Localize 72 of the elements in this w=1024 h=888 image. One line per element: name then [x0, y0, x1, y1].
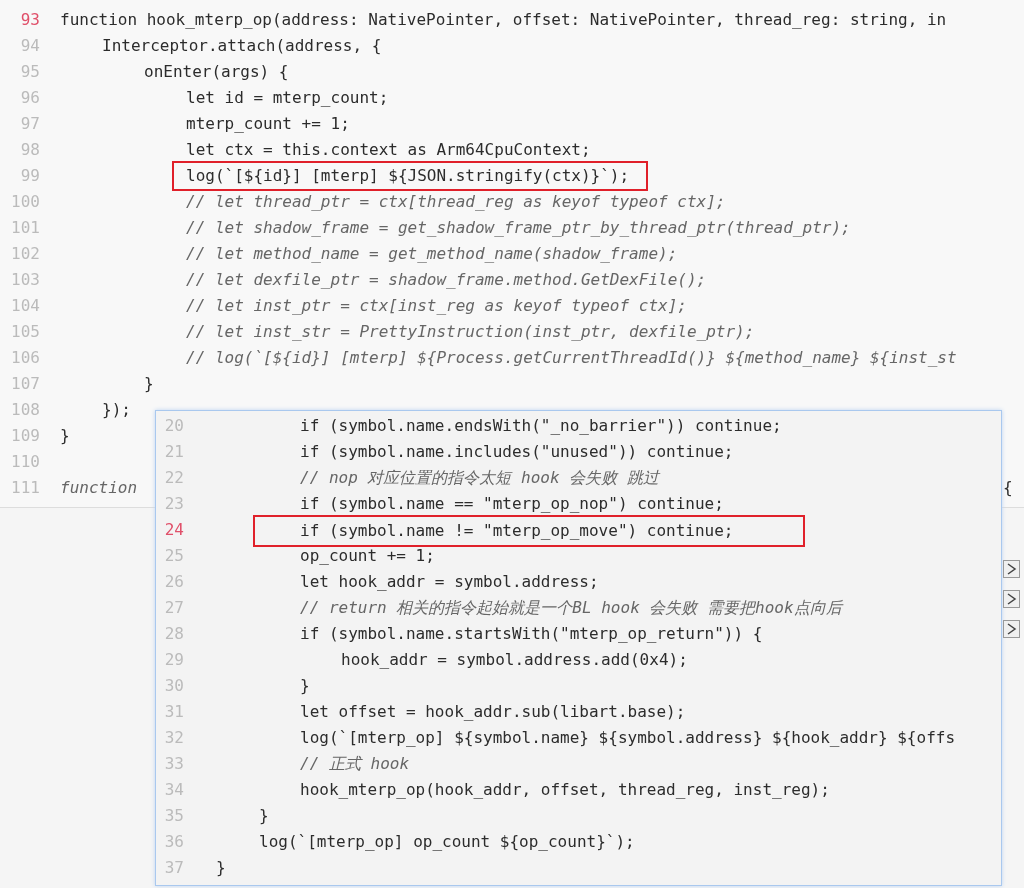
line-number: 103: [10, 269, 40, 291]
code-comment: // let shadow_frame = get_shadow_frame_ptr_by_thread_ptr(thread_ptr);: [186, 217, 851, 239]
line-number: 29: [163, 649, 184, 671]
code-line: hook_mterp_op(hook_addr, offset, thread_reg, inst_reg);: [300, 779, 830, 801]
line-number: 31: [163, 701, 184, 723]
code-line: if (symbol.name.endsWith("_no_barrier")) continue;: [300, 415, 782, 437]
line-number: 25: [163, 545, 184, 567]
line-number: 21: [163, 441, 184, 463]
code-line: hook_addr = symbol.address.add(0x4);: [341, 649, 688, 671]
line-number: 28: [163, 623, 184, 645]
line-number: 109: [10, 425, 40, 447]
code-line: });: [102, 399, 131, 421]
line-number: 98: [19, 139, 40, 161]
code-line: onEnter(args) {: [144, 61, 289, 83]
code-comment: // let thread_ptr = ctx[thread_reg as keyof typeof ctx];: [186, 191, 726, 213]
line-number: 30: [163, 675, 184, 697]
code-line: {: [1003, 477, 1013, 499]
code-line: }: [144, 373, 154, 395]
code-line: }: [216, 857, 226, 879]
line-number: 99: [19, 165, 40, 187]
code-line: if (symbol.name.includes("unused")) continue;: [300, 441, 734, 463]
line-number: 26: [163, 571, 184, 593]
line-number: 36: [163, 831, 184, 853]
line-number: 107: [10, 373, 40, 395]
code-comment: // let method_name = get_method_name(shadow_frame);: [186, 243, 678, 265]
line-number: 101: [10, 217, 40, 239]
code-line: if (symbol.name == "mterp_op_nop") continue;: [300, 493, 724, 515]
code-comment: // nop 对应位置的指令太短 hook 会失败 跳过: [300, 467, 659, 489]
line-number: 95: [19, 61, 40, 83]
code-comment: // log(`[${id}] [mterp] ${Process.getCurrentThreadId()} ${method_name} ${inst_st: [186, 347, 957, 369]
code-line: log(`[mterp_op] op_count ${op_count}`);: [259, 831, 635, 853]
line-number: 34: [163, 779, 184, 801]
code-line: }: [300, 675, 310, 697]
code-line: Interceptor.attach(address, {: [102, 35, 382, 57]
line-number: 108: [10, 399, 40, 421]
code-comment: // let inst_ptr = ctx[inst_reg as keyof typeof ctx];: [186, 295, 687, 317]
code-comment: function: [60, 477, 138, 499]
line-number: 32: [163, 727, 184, 749]
code-line: let offset = hook_addr.sub(libart.base);: [300, 701, 686, 723]
code-line: mterp_count += 1;: [186, 113, 350, 135]
line-number: 94: [19, 35, 40, 57]
code-line: let ctx = this.context as Arm64CpuContext;: [186, 139, 591, 161]
code-comment: // let inst_str = PrettyInstruction(inst_ptr, dexfile_ptr);: [186, 321, 755, 343]
line-number: 100: [10, 191, 40, 213]
code-line: }: [60, 425, 70, 447]
line-number: 37: [163, 857, 184, 879]
code-line: if (symbol.name.startsWith("mterp_op_return")) {: [300, 623, 763, 645]
line-number: 97: [19, 113, 40, 135]
code-line: function hook_mterp_op(address: NativePointer, offset: NativePointer, thread_reg: string, in: [60, 9, 947, 31]
code-line: op_count += 1;: [300, 545, 435, 567]
line-number: 106: [10, 347, 40, 369]
line-number: 104: [10, 295, 40, 317]
line-number: 33: [163, 753, 184, 775]
code-line: let hook_addr = symbol.address;: [300, 571, 599, 593]
line-number: 110: [10, 451, 40, 473]
line-number: 102: [10, 243, 40, 265]
code-comment: // 正式 hook: [300, 753, 410, 775]
line-number: 93: [19, 9, 40, 31]
line-number: 24: [163, 519, 184, 541]
line-number: 27: [163, 597, 184, 619]
line-number: 105: [10, 321, 40, 343]
line-number: 96: [19, 87, 40, 109]
line-number: 111: [10, 477, 40, 499]
line-number: 20: [163, 415, 184, 437]
code-line: let id = mterp_count;: [186, 87, 389, 109]
code-line: }: [259, 805, 269, 827]
code-comment: // return 相关的指令起始就是一个BL hook 会失败 需要把hook点向后: [300, 597, 842, 619]
line-number: 35: [163, 805, 184, 827]
code-line: log(`[mterp_op] ${symbol.name} ${symbol.address} ${hook_addr} ${offs: [300, 727, 956, 749]
line-number: 22: [163, 467, 184, 489]
line-number: 23: [163, 493, 184, 515]
code-comment: // let dexfile_ptr = shadow_frame.method.GetDexFile();: [186, 269, 707, 291]
